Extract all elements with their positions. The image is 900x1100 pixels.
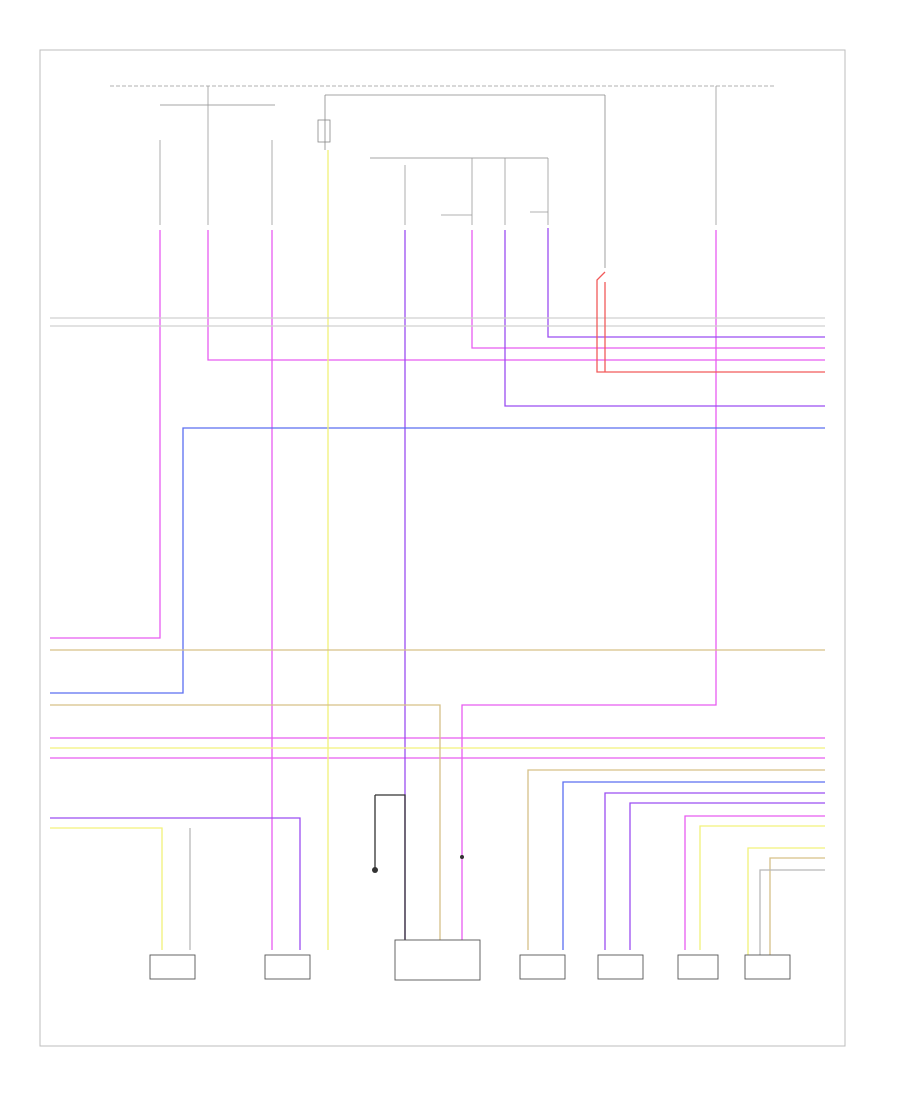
splice-point xyxy=(460,855,464,859)
wire-yellow-3 xyxy=(50,827,163,950)
fuse-stubs xyxy=(159,86,717,225)
wire-tan-3 xyxy=(527,769,825,950)
wire-tan-4 xyxy=(769,857,825,955)
wire-black-1 xyxy=(375,794,406,950)
component-box xyxy=(597,954,644,980)
wire-violet-2 xyxy=(504,230,825,407)
wire-violet-5 xyxy=(629,802,825,950)
component-box xyxy=(519,954,566,980)
wire-violet-4 xyxy=(50,817,301,950)
wire-yellow-5 xyxy=(747,847,825,955)
wire-pink-4 xyxy=(471,230,825,349)
wire-gray-3 xyxy=(759,869,825,955)
wire-blue-2 xyxy=(562,781,825,950)
component-box xyxy=(677,954,719,980)
wire-pink-5 xyxy=(461,230,717,950)
ground-point xyxy=(372,867,378,873)
component-box xyxy=(149,954,196,980)
component-box xyxy=(744,954,791,980)
relay-box xyxy=(317,119,331,143)
wire-pink-2 xyxy=(207,230,825,361)
wire-red-1 xyxy=(596,292,825,373)
wire-pink-1 xyxy=(50,230,161,639)
component-boxes xyxy=(149,939,791,981)
wire-pink-8 xyxy=(684,815,825,950)
wire-violet-6 xyxy=(604,792,825,950)
wires xyxy=(50,150,825,955)
component-box xyxy=(264,954,311,980)
wire-tan-2 xyxy=(50,704,441,950)
wire-violet-3 xyxy=(547,228,825,338)
wire-yellow-4 xyxy=(699,825,825,950)
diagram-frame xyxy=(39,49,846,1047)
component-box xyxy=(394,939,481,981)
wire-blue-1 xyxy=(50,427,825,694)
top-bus xyxy=(110,85,775,268)
wire-red-3 xyxy=(596,271,606,292)
